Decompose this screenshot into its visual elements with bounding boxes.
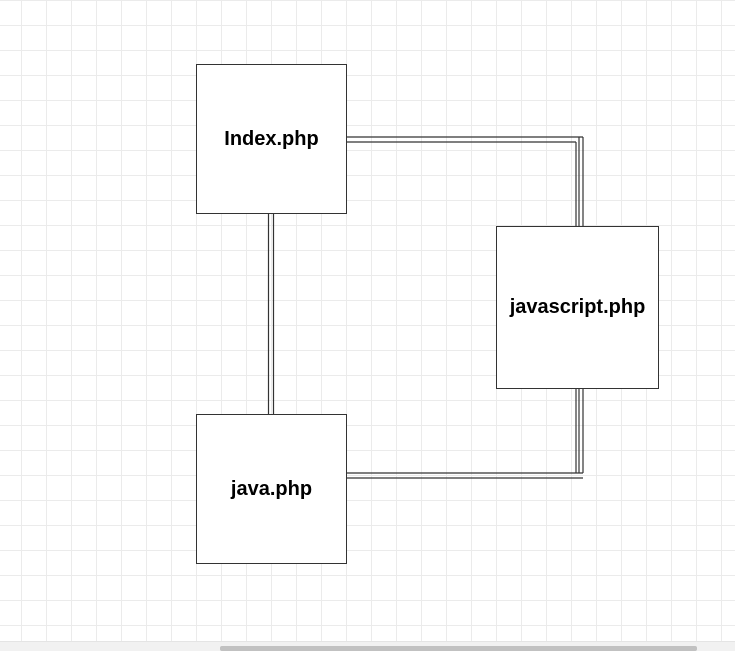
connector-index-java[interactable]	[267, 214, 275, 414]
node-label: java.php	[230, 477, 313, 500]
connector-index-javascript[interactable]	[347, 136, 584, 226]
connector-java-javascript[interactable]	[347, 389, 584, 479]
horizontal-scrollbar-thumb[interactable]	[220, 646, 697, 651]
node-label: javascript.php	[509, 296, 646, 318]
node-label: Index.php	[224, 127, 319, 150]
node-java-php[interactable]: java.php	[196, 414, 347, 564]
node-javascript-php[interactable]: javascript.php	[496, 226, 659, 389]
node-index-php[interactable]: Index.php	[196, 64, 347, 214]
